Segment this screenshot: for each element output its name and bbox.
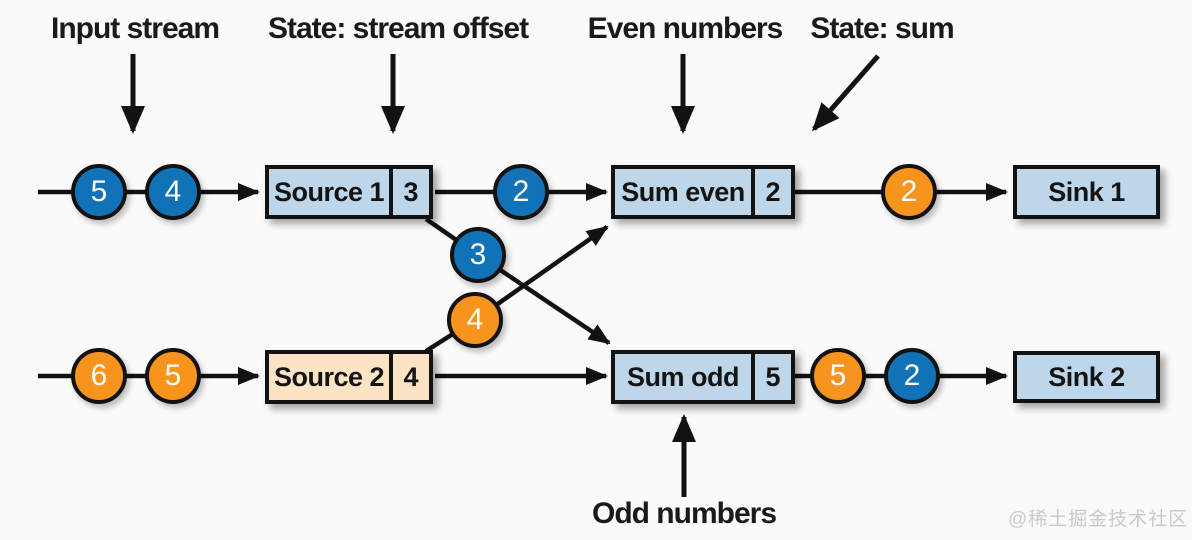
node-sum-even-state: 2 — [751, 169, 791, 215]
node-sum-even-label: Sum even — [621, 176, 745, 207]
token-even-2: 2 — [493, 164, 549, 220]
node-source2-label: Source 2 — [273, 361, 385, 392]
label-even-numbers: Even numbers — [587, 12, 784, 45]
node-source2-state: 4 — [389, 354, 429, 400]
node-sink1: Sink 1 — [1013, 165, 1160, 219]
token-odd-3: 3 — [450, 227, 506, 283]
token-sumodd-2: 2 — [884, 348, 940, 404]
label-input-stream: Input stream — [50, 12, 220, 45]
token-even-4: 4 — [447, 292, 503, 348]
node-sink2-label: Sink 2 — [1048, 361, 1125, 392]
token-input1-4: 4 — [145, 164, 201, 220]
node-sum-odd-label: Sum odd — [627, 361, 740, 392]
node-source1-label: Source 1 — [273, 176, 385, 207]
token-input2-6: 6 — [71, 348, 127, 404]
node-source2: Source 2 4 — [265, 350, 433, 404]
watermark: @稀土掘金技术社区 — [1008, 509, 1189, 530]
token-sumeven-2: 2 — [881, 164, 937, 220]
label-odd-numbers: Odd numbers — [591, 497, 777, 530]
label-state-sum: State: sum — [810, 12, 954, 45]
node-sum-odd: Sum odd 5 — [611, 350, 795, 404]
token-input1-5: 5 — [71, 164, 127, 220]
node-sink1-label: Sink 1 — [1048, 176, 1125, 207]
label-stream-offset: State: stream offset — [268, 12, 529, 45]
node-source1-state: 3 — [389, 169, 429, 215]
arrow-state-sum — [812, 54, 880, 132]
node-sum-even: Sum even 2 — [611, 165, 795, 219]
token-sumodd-5: 5 — [810, 348, 866, 404]
node-source1: Source 1 3 — [265, 165, 433, 219]
node-sum-odd-state: 5 — [751, 354, 791, 400]
token-input2-5: 5 — [145, 348, 201, 404]
node-sink2: Sink 2 — [1013, 351, 1160, 403]
